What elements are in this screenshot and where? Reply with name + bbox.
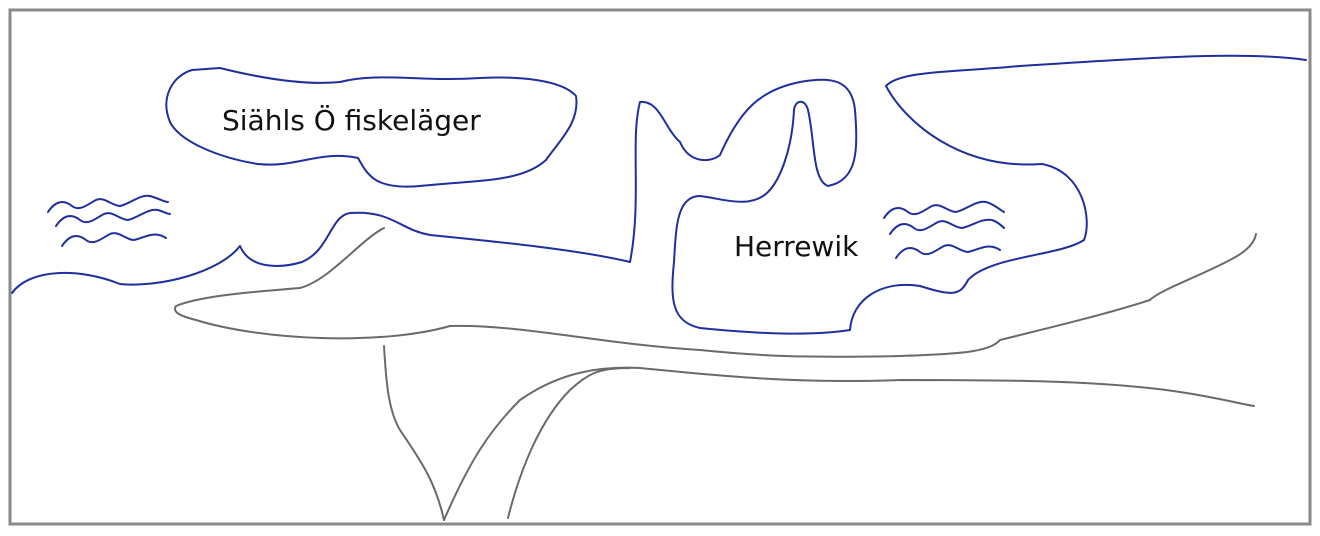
water-waves-icon — [883, 200, 1005, 259]
water-waves-icon — [47, 194, 171, 247]
label-herrewik: Herrewik — [734, 230, 859, 263]
map-frame — [8, 8, 1312, 526]
coastline-west — [11, 54, 1307, 335]
island-fiskelager-outline — [165, 67, 578, 188]
label-fishing-camp: Siähls Ö fiskeläger — [222, 104, 481, 137]
roads — [174, 227, 1257, 521]
